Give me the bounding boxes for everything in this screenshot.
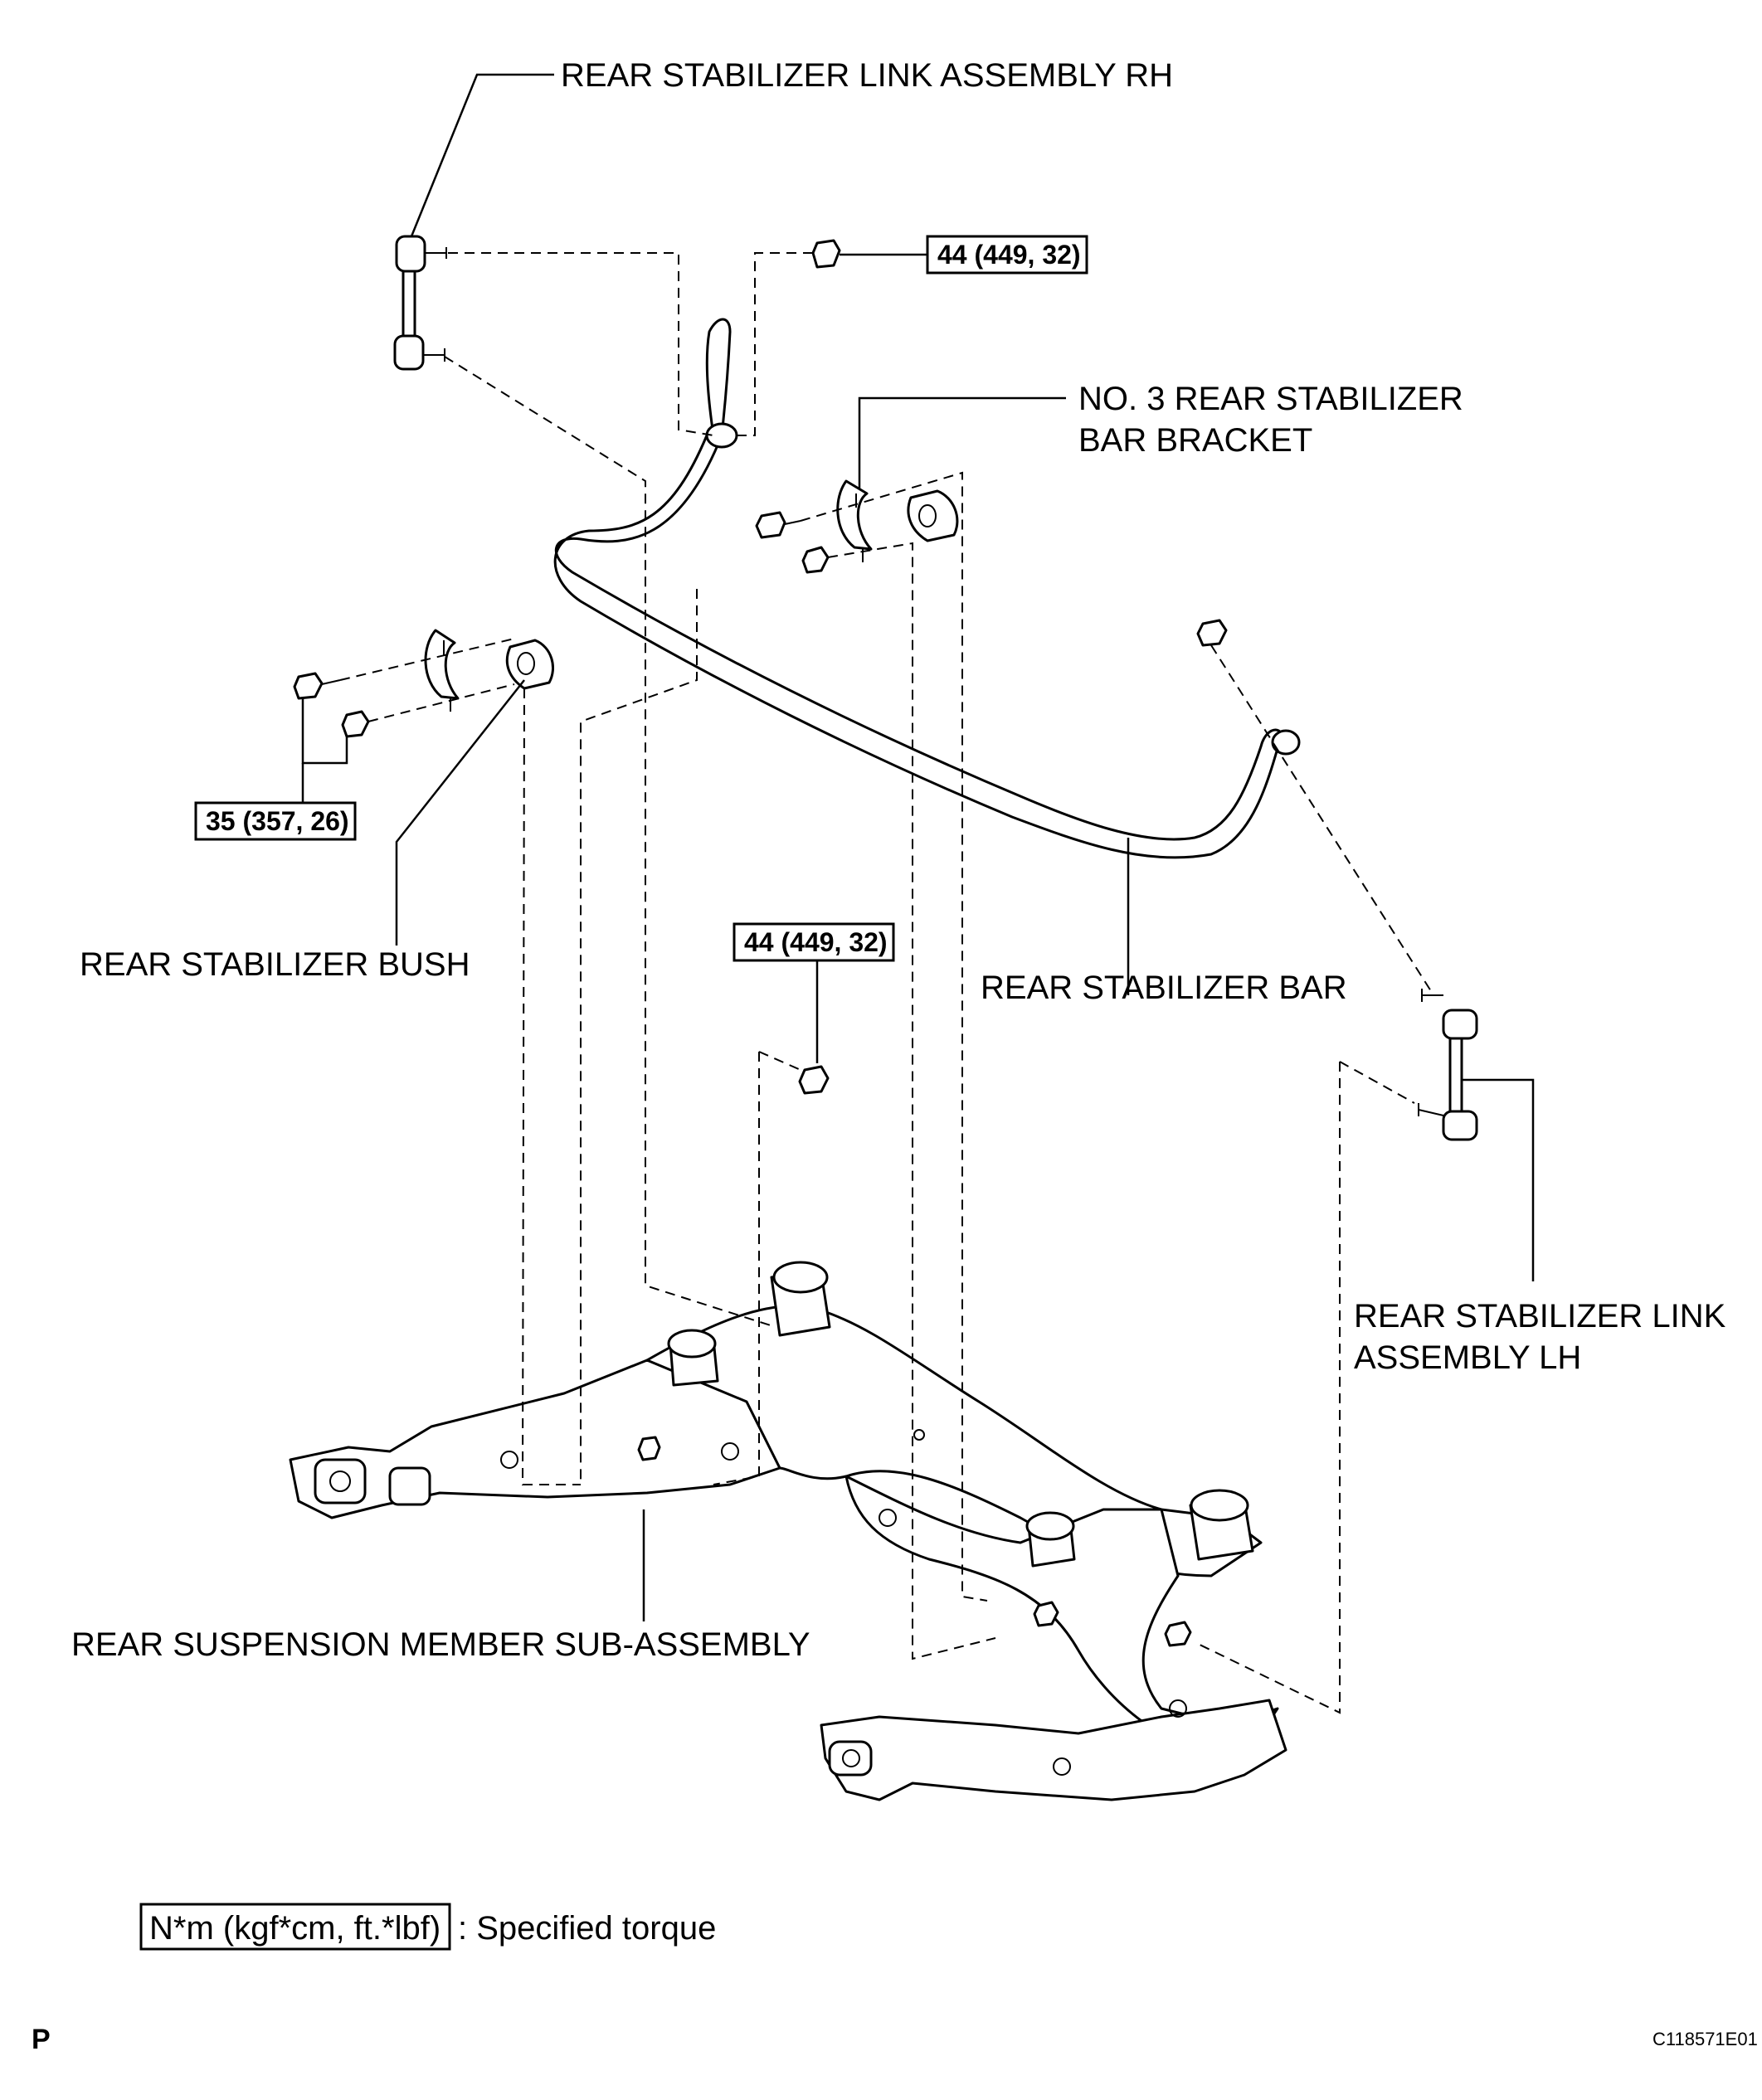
alignment-lines [339, 252, 1432, 1714]
figure-code: C118571E01 [1652, 2029, 1758, 2049]
stabilizer-link-rh [393, 235, 447, 371]
leader-bush [395, 679, 525, 945]
legend-description: : Specified torque [458, 1910, 716, 1947]
torque-box-bush [194, 801, 357, 841]
label-bush: REAR STABILIZER BUSH [80, 946, 470, 983]
leader-bracket [858, 396, 1066, 489]
label-link-lh-line1: REAR STABILIZER LINK [1354, 1298, 1726, 1334]
stabilizer-link-lh [1196, 619, 1478, 1141]
torque-box-top [926, 235, 1088, 275]
label-member: REAR SUSPENSION MEMBER SUB-ASSEMBLY [71, 1626, 810, 1663]
suspension-member [289, 1261, 1287, 1801]
label-link-rh: REAR STABILIZER LINK ASSEMBLY RH [561, 57, 1173, 94]
leader-link-rh [410, 73, 554, 237]
torque-center-nut: 44 (449, 32) [744, 927, 888, 957]
bracket-upper-left [293, 629, 554, 738]
leader-bush-bolts [301, 698, 348, 765]
label-bracket-line2: BAR BRACKET [1078, 422, 1312, 459]
footer-left-mark: P [32, 2024, 51, 2055]
label-bracket-line1: NO. 3 REAR STABILIZER [1078, 381, 1463, 417]
label-bar: REAR STABILIZER BAR [981, 970, 1347, 1006]
center-nut [798, 1065, 830, 1095]
torque-top-nut: 44 (449, 32) [937, 240, 1081, 270]
torque-bush-bolts: 35 (357, 26) [206, 806, 349, 836]
stabilizer-bar [553, 318, 1301, 859]
torque-box-center [733, 922, 895, 962]
leader-link-lh [1462, 1078, 1535, 1281]
label-link-lh-line2: ASSEMBLY LH [1354, 1339, 1581, 1376]
bracket-upper-right [755, 479, 959, 574]
legend-torque-box [139, 1903, 451, 1951]
top-nut [811, 239, 841, 269]
legend-box-text: N*m (kgf*cm, ft.*lbf) [149, 1910, 440, 1947]
